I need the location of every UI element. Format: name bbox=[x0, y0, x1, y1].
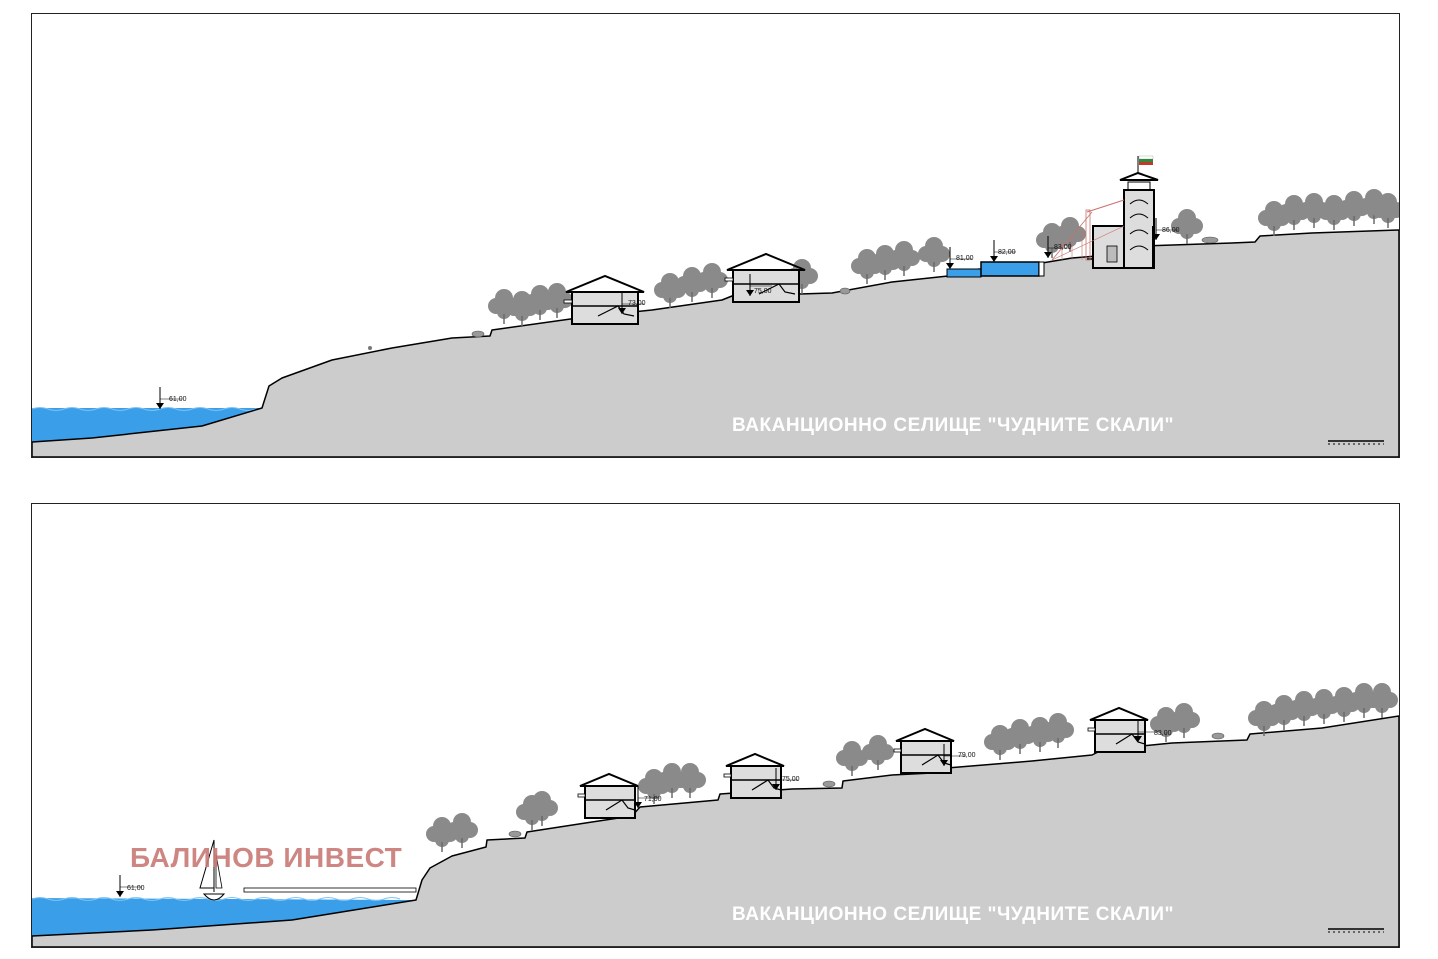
elevation-label: 73,00 bbox=[628, 300, 646, 307]
elevation-label: 81,00 bbox=[956, 255, 974, 262]
water-body bbox=[32, 897, 416, 936]
house-icon bbox=[1087, 707, 1149, 753]
elevation-label: 75,00 bbox=[754, 288, 772, 295]
tree-icon bbox=[861, 734, 895, 771]
tree-icon bbox=[695, 262, 729, 299]
tree-icon bbox=[1167, 702, 1201, 739]
elevation-label: 79,00 bbox=[958, 752, 976, 759]
tower-icon bbox=[1051, 156, 1159, 269]
elevation-label: 86,00 bbox=[1162, 227, 1180, 234]
scale-bar-icon bbox=[1328, 928, 1384, 933]
section-caption: ВАКАНЦИОННО СЕЛИЩЕ "ЧУДНИТЕ СКАЛИ" bbox=[732, 904, 1174, 925]
section-caption: ВАКАНЦИОННО СЕЛИЩЕ "ЧУДНИТЕ СКАЛИ" bbox=[732, 415, 1174, 436]
scale-bar-icon bbox=[1328, 440, 1384, 445]
house-icon bbox=[893, 728, 955, 774]
tree-icon bbox=[445, 812, 479, 849]
elevation-label: 83,00 bbox=[1054, 244, 1072, 251]
elevation-label: 61,00 bbox=[169, 396, 187, 403]
section-drawing-top: 61,00 73,00 75,00 81,00 82,00 83,00 86,0… bbox=[32, 155, 1399, 457]
section-panel-top: 61,00 73,00 75,00 81,00 82,00 83,00 86,0… bbox=[31, 13, 1400, 458]
tree-icon bbox=[917, 236, 951, 273]
elevation-label: 75,00 bbox=[782, 776, 800, 783]
flag-icon bbox=[1138, 155, 1154, 165]
water-body bbox=[32, 407, 262, 442]
elevation-label: 83,00 bbox=[1154, 730, 1172, 737]
watermark-logo: БАЛИНОВ ИНВЕСТ bbox=[130, 842, 403, 873]
elevation-label: 61,00 bbox=[127, 885, 145, 892]
house-icon bbox=[577, 773, 639, 819]
pool-upper bbox=[946, 261, 1045, 278]
jetty bbox=[243, 887, 417, 893]
elevation-label: 82,00 bbox=[998, 249, 1016, 256]
tree-icon bbox=[1041, 712, 1075, 749]
section-panel-bottom: 61,00 71,00 75,00 79,00 83,00 БАЛИНОВ ИН… bbox=[31, 503, 1400, 948]
house-icon bbox=[723, 753, 785, 799]
section-drawing-bottom: 61,00 71,00 75,00 79,00 83,00 bbox=[32, 682, 1399, 947]
tree-icon bbox=[887, 240, 921, 277]
sailboat-icon bbox=[199, 839, 226, 901]
tree-icon bbox=[835, 740, 869, 777]
elevation-label: 71,00 bbox=[644, 796, 662, 803]
